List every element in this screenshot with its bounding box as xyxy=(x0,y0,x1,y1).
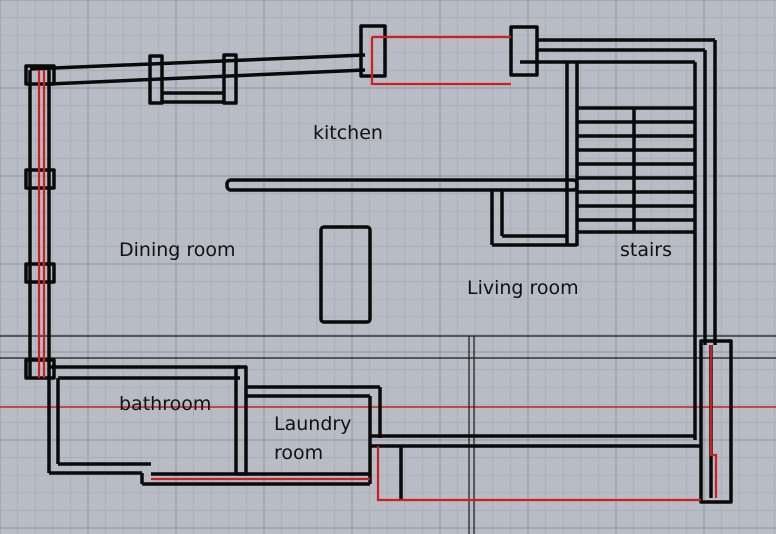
dining-table xyxy=(319,225,372,324)
kitchen-counter xyxy=(225,178,579,192)
room-label-stairs: stairs xyxy=(620,239,672,261)
east-wall-bump xyxy=(699,339,733,504)
north-wall-outer xyxy=(29,53,366,71)
room-labels: kitchen Dining room Living room stairs b… xyxy=(119,122,672,464)
red-outlines xyxy=(37,35,718,502)
north-pier-left xyxy=(148,54,164,105)
room-label-living: Living room xyxy=(467,277,579,299)
room-label-bathroom: bathroom xyxy=(119,393,211,415)
room-label-laundry-line2: room xyxy=(274,442,323,464)
room-label-laundry-line1: Laundry xyxy=(274,413,351,435)
north-pier-right xyxy=(222,53,238,105)
kitchen-window-red-left xyxy=(370,37,511,86)
walls xyxy=(24,24,733,504)
east-bump-red xyxy=(709,345,718,498)
south-red-outline xyxy=(376,446,701,502)
north-wall-inner xyxy=(48,68,366,86)
room-label-kitchen: kitchen xyxy=(313,122,383,144)
room-label-dining: Dining room xyxy=(119,239,236,261)
